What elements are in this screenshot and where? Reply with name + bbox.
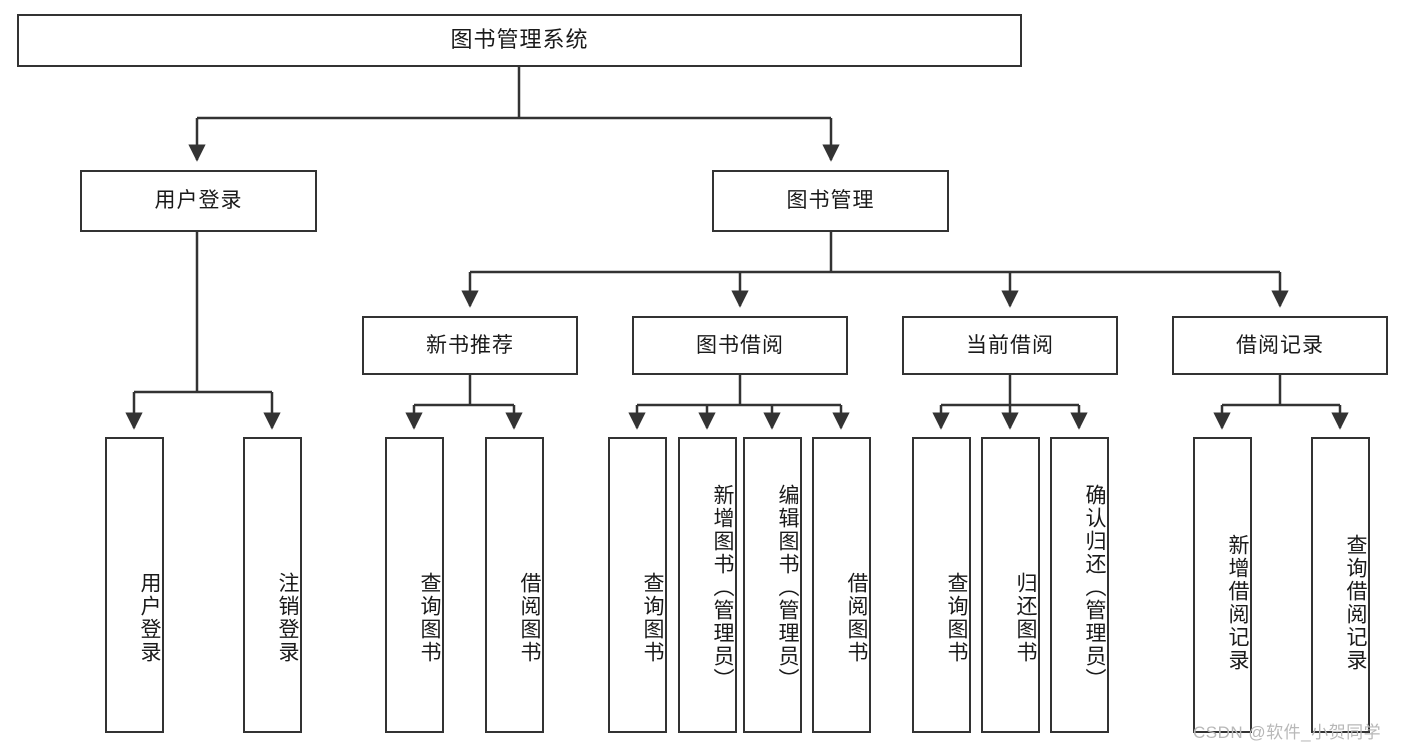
leaf-borrow-query-book[interactable]: 查询图书 <box>608 437 667 733</box>
node-user-login[interactable]: 用户登录 <box>80 170 317 232</box>
leaf-record-add-record[interactable]: 新增借阅记录 <box>1193 437 1252 733</box>
leaf-recommend-query-book[interactable]: 查询图书 <box>385 437 444 733</box>
leaf-recommend-borrow-book[interactable]: 借阅图书 <box>485 437 544 733</box>
leaf-user-login-login[interactable]: 用户登录 <box>105 437 164 733</box>
node-new-book-recommend[interactable]: 新书推荐 <box>362 316 578 375</box>
node-root-system[interactable]: 图书管理系统 <box>17 14 1022 67</box>
node-current-borrow[interactable]: 当前借阅 <box>902 316 1118 375</box>
leaf-current-return-book[interactable]: 归还图书 <box>981 437 1040 733</box>
leaf-record-query-record[interactable]: 查询借阅记录 <box>1311 437 1370 733</box>
leaf-borrow-add-book-admin[interactable]: 新增图书（管理员） <box>678 437 737 733</box>
node-book-borrow[interactable]: 图书借阅 <box>632 316 848 375</box>
leaf-user-login-logout[interactable]: 注销登录 <box>243 437 302 733</box>
node-borrow-record[interactable]: 借阅记录 <box>1172 316 1388 375</box>
csdn-watermark: CSDN @软件_小贺同学 <box>1193 723 1382 742</box>
leaf-borrow-borrow-book[interactable]: 借阅图书 <box>812 437 871 733</box>
leaf-current-confirm-return-admin[interactable]: 确认归还（管理员） <box>1050 437 1109 733</box>
leaf-current-query-book[interactable]: 查询图书 <box>912 437 971 733</box>
leaf-borrow-edit-book-admin[interactable]: 编辑图书（管理员） <box>743 437 802 733</box>
node-book-management[interactable]: 图书管理 <box>712 170 949 232</box>
